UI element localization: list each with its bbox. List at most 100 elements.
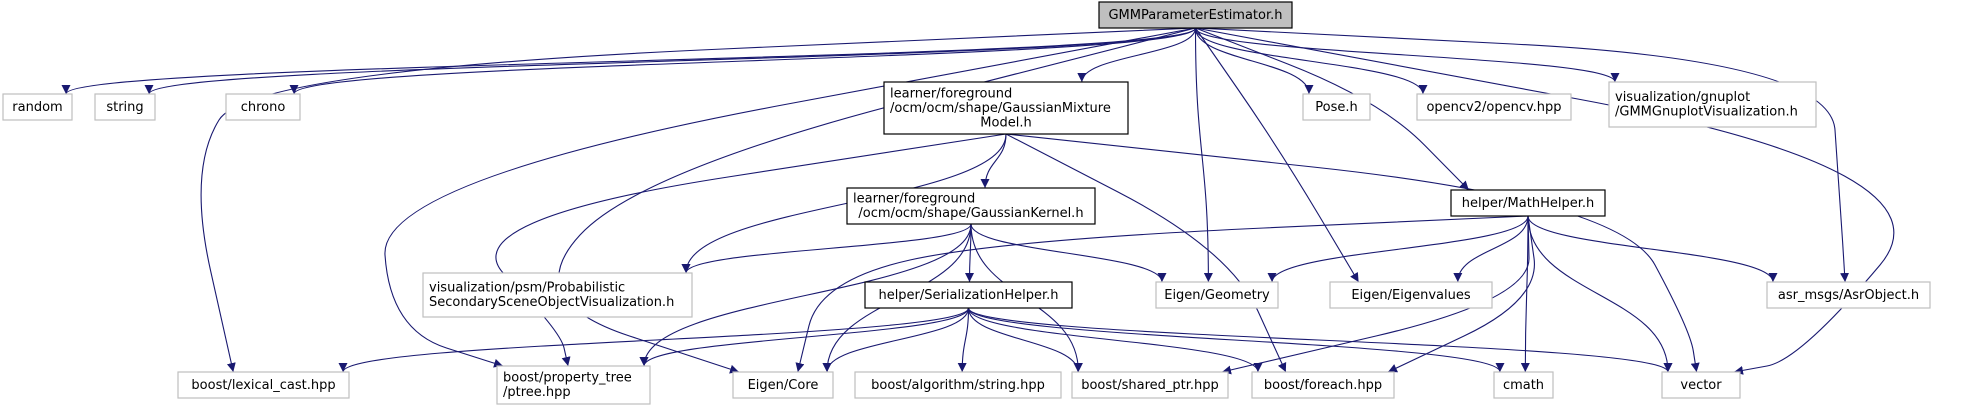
node-label-psmvis-line-1: SecondarySceneObjectVisualization.h [429,295,674,310]
edge-serial-to-lexical [338,307,970,373]
node-geometry: Eigen/Geometry [1155,281,1279,309]
node-box-root [1098,1,1293,29]
edge-root-to-mixture [1077,27,1197,83]
node-serial[interactable]: helper/SerializationHelper.h [864,281,1073,309]
node-label-string-line-0: string [106,100,143,115]
node-label-gnuplot-line-1: /GMMGnuplotVisualization.h [1615,105,1798,120]
node-box-sharedptr [1071,371,1229,399]
node-lexical: boost/lexical_cast.hpp [177,371,350,399]
node-label-psmvis-line-0: visualization/psm/Probabilistic [429,281,625,296]
edge-root-to-mathhelper [1195,27,1470,191]
node-label-geometry-line-0: Eigen/Geometry [1164,288,1270,303]
edge-root-to-lexical [200,27,1196,373]
node-label-cmath-line-0: cmath [1503,378,1544,393]
node-label-mixture-line-1: /ocm/ocm/shape/GaussianMixture [890,101,1111,116]
node-sharedptr: boost/shared_ptr.hpp [1071,371,1229,399]
node-cmath: cmath [1493,371,1554,399]
node-label-kernel-line-0: learner/foreground [853,192,975,207]
edge-serial-to-vector [967,307,1673,373]
node-label-kernel-line-1: /ocm/ocm/shape/GaussianKernel.h [858,206,1083,221]
edge-mathhelper-to-foreach [1387,215,1535,373]
node-label-foreach-line-0: boost/foreach.hpp [1264,378,1382,393]
node-box-kernel [846,187,1096,225]
node-mixture[interactable]: learner/foreground/ocm/ocm/shape/Gaussia… [883,81,1129,135]
node-box-algostring [854,371,1062,399]
edge-mixture-to-psmvis [681,133,1007,274]
node-label-gnuplot-line-0: visualization/gnuplot [1615,90,1750,105]
node-box-geometry [1155,281,1279,309]
node-string: string [94,93,156,121]
node-box-mixture [883,81,1129,135]
node-box-opencv [1416,93,1572,121]
node-vector: vector [1661,371,1741,399]
node-box-cmath [1493,371,1554,399]
node-box-gnuplot [1608,81,1817,128]
node-foreach: boost/foreach.hpp [1251,371,1395,399]
node-asrobject: asr_msgs/AsrObject.h [1766,281,1931,309]
node-box-vector [1661,371,1741,399]
edge-serial-to-algostring [957,307,970,373]
node-label-random-line-0: random [12,100,62,115]
node-box-asrobject [1766,281,1931,309]
node-label-eigenvalues-line-0: Eigen/Eigenvalues [1351,288,1471,303]
node-gnuplot: visualization/gnuplot/GMMGnuplotVisualiz… [1608,81,1817,128]
node-label-chrono-line-0: chrono [241,100,286,115]
node-mathhelper[interactable]: helper/MathHelper.h [1450,189,1606,217]
edges-layer [61,27,1895,375]
edge-root-to-eigenvalues [1195,27,1360,283]
edge-kernel-to-psmvis [681,223,972,274]
node-box-random [2,93,73,121]
node-box-ptree [496,365,651,405]
node-chrono: chrono [225,93,301,121]
node-label-asrobject-line-0: asr_msgs/AsrObject.h [1778,288,1919,303]
node-label-lexical-line-0: boost/lexical_cast.hpp [191,378,335,393]
edge-mathhelper-to-core [795,215,1529,373]
edge-mixture-to-ptree [495,133,1007,367]
node-kernel[interactable]: learner/foreground/ocm/ocm/shape/Gaussia… [846,187,1096,225]
node-box-chrono [225,93,301,121]
edge-mathhelper-to-vector [1527,215,1673,373]
edge-mathhelper-to-eigenvalues [1453,215,1529,283]
node-box-serial [864,281,1073,309]
node-ptree: boost/property_tree/ptree.hpp [496,365,651,405]
node-label-serial-line-0: helper/SerializationHelper.h [878,288,1058,303]
edge-root-to-opencv [1194,27,1428,95]
node-opencv: opencv2/opencv.hpp [1416,93,1572,121]
edge-serial-to-core [822,307,970,373]
node-label-algostring-line-0: boost/algorithm/string.hpp [871,378,1045,393]
node-algostring: boost/algorithm/string.hpp [854,371,1062,399]
node-label-sharedptr-line-0: boost/shared_ptr.hpp [1081,378,1219,393]
node-box-pose [1302,93,1371,121]
node-box-psmvis [422,272,693,318]
edge-root-to-asrobject [1195,27,1850,283]
edge-root-to-vector [1195,27,1895,375]
edge-serial-to-cmath [967,307,1505,373]
edge-root-to-ptree [384,27,1196,368]
node-box-lexical [177,371,350,399]
edge-mixture-to-vector [1005,133,1700,373]
node-label-mixture-line-0: learner/foreground [890,86,1012,101]
node-label-ptree-line-0: boost/property_tree [503,371,632,386]
node-box-mathhelper [1450,189,1606,217]
edge-mathhelper-to-cmath [1520,215,1530,373]
node-box-eigenvalues [1329,281,1493,309]
node-label-root-line-0: GMMParameterEstimator.h [1108,8,1282,23]
node-label-opencv-line-0: opencv2/opencv.hpp [1426,100,1561,115]
edge-serial-to-sharedptr [967,307,1083,373]
edge-mathhelper-to-asrobject [1527,215,1778,283]
edge-serial-to-foreach [967,307,1263,373]
node-label-pose-line-0: Pose.h [1315,100,1357,115]
edge-root-to-pose [1194,27,1314,95]
edge-kernel-to-geometry [970,223,1167,283]
nodes-layer: GMMParameterEstimator.h random string chron… [2,1,1931,405]
node-label-core-line-0: Eigen/Core [748,378,819,393]
node-random: random [2,93,73,121]
node-box-string [94,93,156,121]
node-label-mixture-line-2: Model.h [980,115,1031,130]
node-box-foreach [1251,371,1395,399]
node-root[interactable]: GMMParameterEstimator.h [1098,1,1293,29]
node-pose: Pose.h [1302,93,1371,121]
node-label-vector-line-0: vector [1680,378,1722,393]
node-box-core [732,371,834,399]
